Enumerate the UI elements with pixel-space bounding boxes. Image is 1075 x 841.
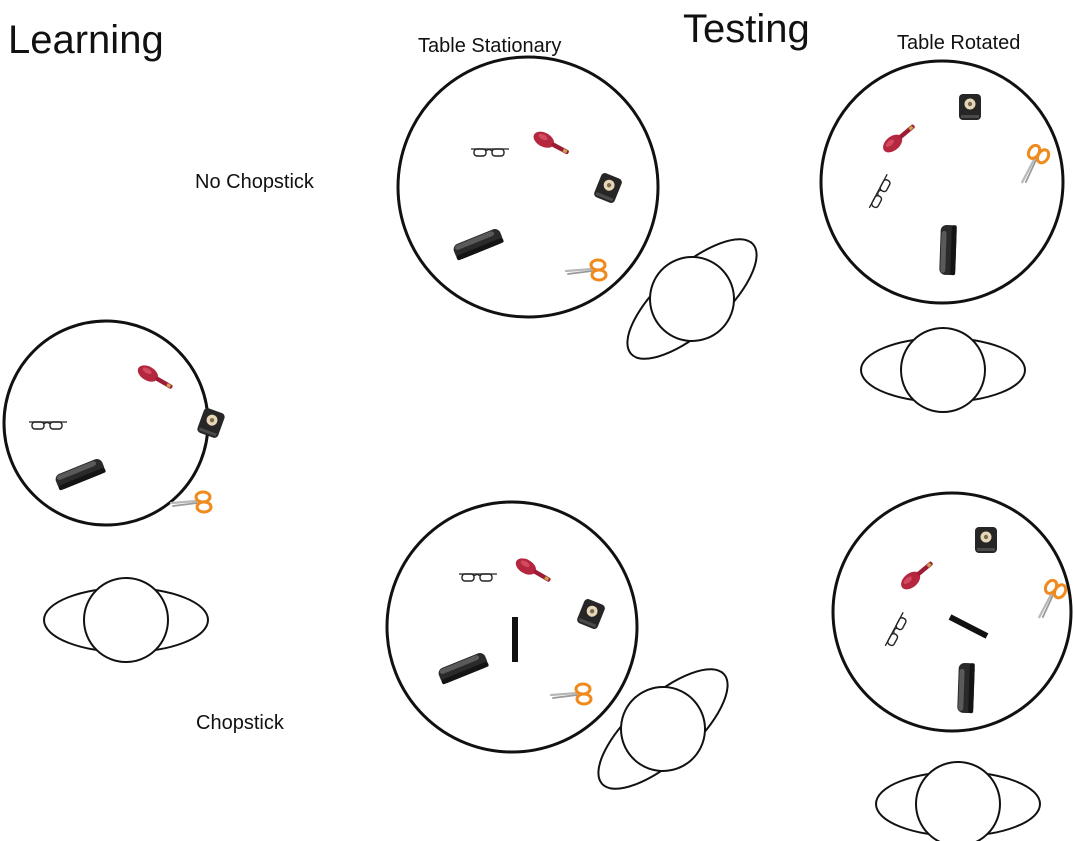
- rotated-chopstick-viewer-icon: [876, 762, 1040, 841]
- stapler-icon: [957, 663, 975, 714]
- chopstick-icon: [512, 617, 518, 662]
- stationary-no-chopstick-table: [398, 57, 658, 317]
- tape-dispenser-icon: [975, 527, 997, 553]
- learning-table: [4, 321, 226, 525]
- table-outline: [833, 493, 1071, 731]
- stationary-chopstick-table: [387, 502, 637, 752]
- table-outline: [4, 321, 208, 525]
- rotated-viewer-icon: [861, 328, 1025, 412]
- stapler-icon: [939, 225, 957, 276]
- rotated-no-chopstick-table: [821, 61, 1063, 303]
- learning-viewer-icon: [44, 578, 208, 662]
- rotated-chopstick-table: [833, 493, 1071, 731]
- tape-dispenser-icon: [959, 94, 981, 120]
